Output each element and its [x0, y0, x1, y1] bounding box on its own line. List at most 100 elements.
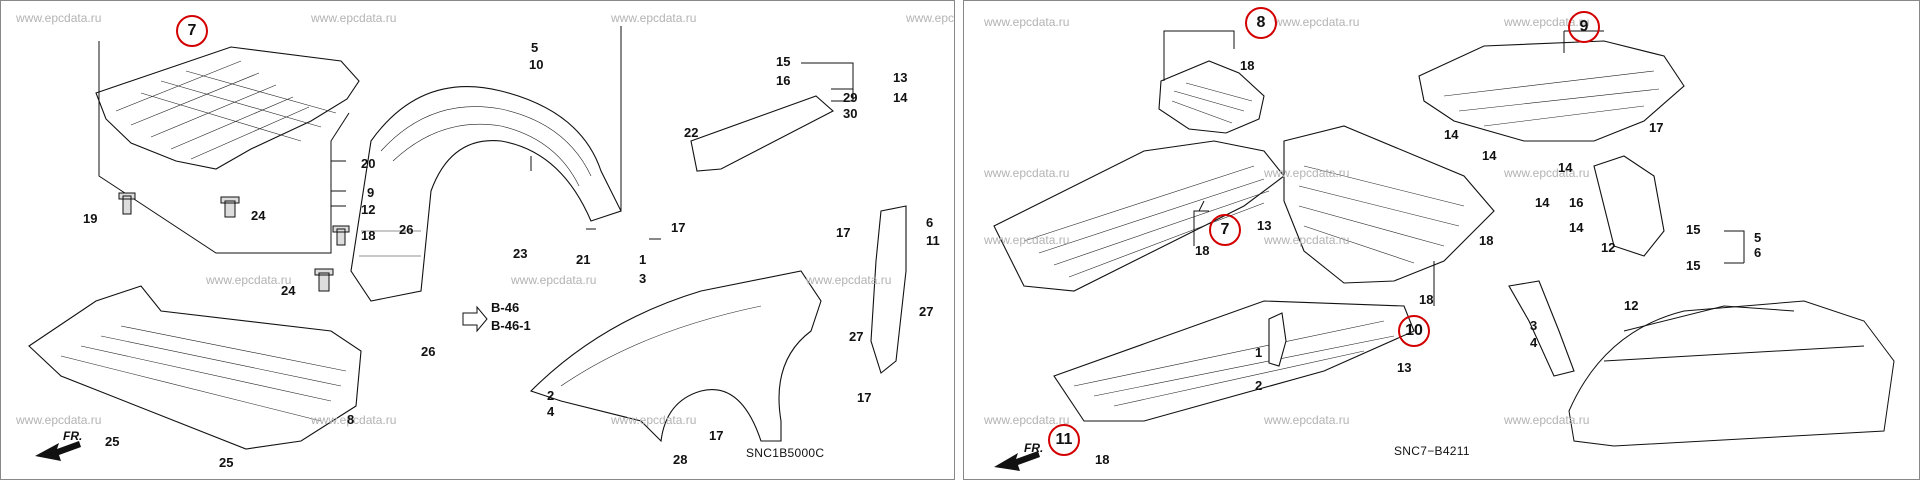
under-cover-7-ribs	[115, 60, 337, 160]
part-label: 30	[843, 106, 858, 121]
part-label: 3	[1530, 318, 1538, 333]
clip-24a	[220, 196, 240, 218]
inner-fender-5-10	[350, 86, 622, 302]
circled-part-9: 9	[1568, 11, 1600, 43]
part-label: 11	[926, 233, 940, 248]
part-label: 4	[1530, 335, 1538, 350]
watermark: www.epcdata.ru	[1504, 166, 1590, 180]
watermark: www.epcdata.ru	[511, 273, 597, 287]
b46-arrow	[462, 305, 488, 333]
under-cover-7-outline	[95, 46, 360, 170]
part-label: 3	[639, 271, 647, 286]
part-label: 8	[347, 412, 355, 427]
bolt-18a	[332, 225, 350, 246]
part-label: 14	[1535, 195, 1550, 210]
part-label: 14	[893, 90, 908, 105]
part-label: 27	[919, 304, 934, 319]
watermark: www.epcdata.ru	[906, 11, 955, 25]
diagram-code-right: SNC7−B4211	[1394, 444, 1470, 458]
watermark: www.epcdata.ru	[311, 11, 397, 25]
watermark: www.epcdata.ru	[984, 413, 1070, 427]
bolt-19	[118, 192, 136, 215]
part-label: 2	[547, 388, 555, 403]
car-silhouette	[1568, 300, 1895, 447]
part-label: 29	[843, 90, 858, 105]
part-label: 26	[421, 344, 436, 359]
callout-7	[1193, 200, 1209, 246]
part-label: 22	[684, 125, 699, 140]
part-label: 28	[673, 452, 688, 467]
part-label: 15	[1686, 258, 1701, 273]
right-parts-diagram: www.epcdata.ru www.epcdata.ru www.epcdat…	[963, 0, 1920, 480]
part-label: 14	[1569, 220, 1584, 235]
watermark: www.epcdata.ru	[984, 166, 1070, 180]
left-leader-lines	[331, 26, 661, 240]
part-label: 4	[547, 404, 555, 419]
part-label: 18	[1195, 243, 1210, 258]
part-label: 1	[1255, 345, 1263, 360]
part-label: 10	[529, 57, 544, 72]
part-label: 12	[361, 202, 376, 217]
part-label: 18	[1095, 452, 1110, 467]
side-bracket-6-11	[870, 205, 907, 374]
center-cover-10	[1283, 125, 1495, 284]
under-cover-8-ribs	[60, 325, 347, 422]
inner-fender-ribs	[359, 106, 592, 257]
watermark: www.epcdata.ru	[311, 413, 397, 427]
part-label: 18	[1240, 58, 1255, 73]
part-label: 18	[361, 228, 376, 243]
part-label: 13	[893, 70, 908, 85]
part-label: 18	[1479, 233, 1494, 248]
watermark: www.epcdata.ru	[611, 413, 697, 427]
part-label: 1	[639, 252, 647, 267]
panel-gap	[955, 0, 963, 480]
part-label: 17	[671, 220, 686, 235]
watermark: www.epcdata.ru	[984, 233, 1070, 247]
floor-cover-7-ribs	[1023, 165, 1270, 278]
part-label: 15	[1686, 222, 1701, 237]
circled-part-7: 7	[176, 15, 208, 47]
side-cover-11	[1053, 300, 1415, 422]
bracket-13-14	[690, 95, 834, 172]
cover-8-ribs	[1171, 82, 1253, 124]
side-cover-11-ribs	[1073, 320, 1395, 407]
fender-crease	[560, 305, 762, 387]
part-label: 17	[709, 428, 724, 443]
fender-1-3	[529, 270, 822, 443]
part-label: 17	[857, 390, 872, 405]
right-diagram-drawing	[993, 30, 1895, 471]
left-diagram-drawing	[28, 26, 907, 461]
ref-b46-1: B-46-1	[491, 318, 531, 333]
strip-1-2	[1268, 312, 1287, 367]
circled-part-8: 8	[1245, 7, 1277, 39]
watermark: www.epcdata.ru	[611, 11, 697, 25]
floor-cover-7	[993, 140, 1285, 292]
left-parts-diagram: www.epcdata.ru www.epcdata.ru www.epcdat…	[0, 0, 955, 480]
front-arrow-right	[994, 451, 1040, 471]
part-label: 6	[1754, 245, 1762, 260]
watermark: www.epcdata.ru	[1264, 413, 1350, 427]
part-label: 25	[105, 434, 120, 449]
part-label: 15	[776, 54, 791, 69]
watermark: www.epcdata.ru	[206, 273, 292, 287]
circled-part-10: 10	[1398, 315, 1430, 347]
part-label: 24	[251, 208, 266, 223]
part-label: 25	[219, 455, 234, 470]
callout-8	[1163, 30, 1235, 81]
part-label: 14	[1444, 127, 1459, 142]
part-label: 14	[1482, 148, 1497, 163]
part-label: 6	[926, 215, 934, 230]
part-label: 12	[1601, 240, 1616, 255]
part-label: 16	[1569, 195, 1584, 210]
part-label: 14	[1558, 160, 1573, 175]
part-label: 20	[361, 156, 376, 171]
part-label: 27	[849, 329, 864, 344]
guard-5-6	[1593, 155, 1665, 257]
part-label: 24	[281, 283, 296, 298]
part-label: 5	[531, 40, 539, 55]
part-label: 13	[1397, 360, 1412, 375]
watermark: www.epcdata.ru	[1264, 166, 1350, 180]
part-label: 2	[1255, 378, 1263, 393]
part-label: 23	[513, 246, 528, 261]
bracket-3-4	[1508, 280, 1575, 377]
